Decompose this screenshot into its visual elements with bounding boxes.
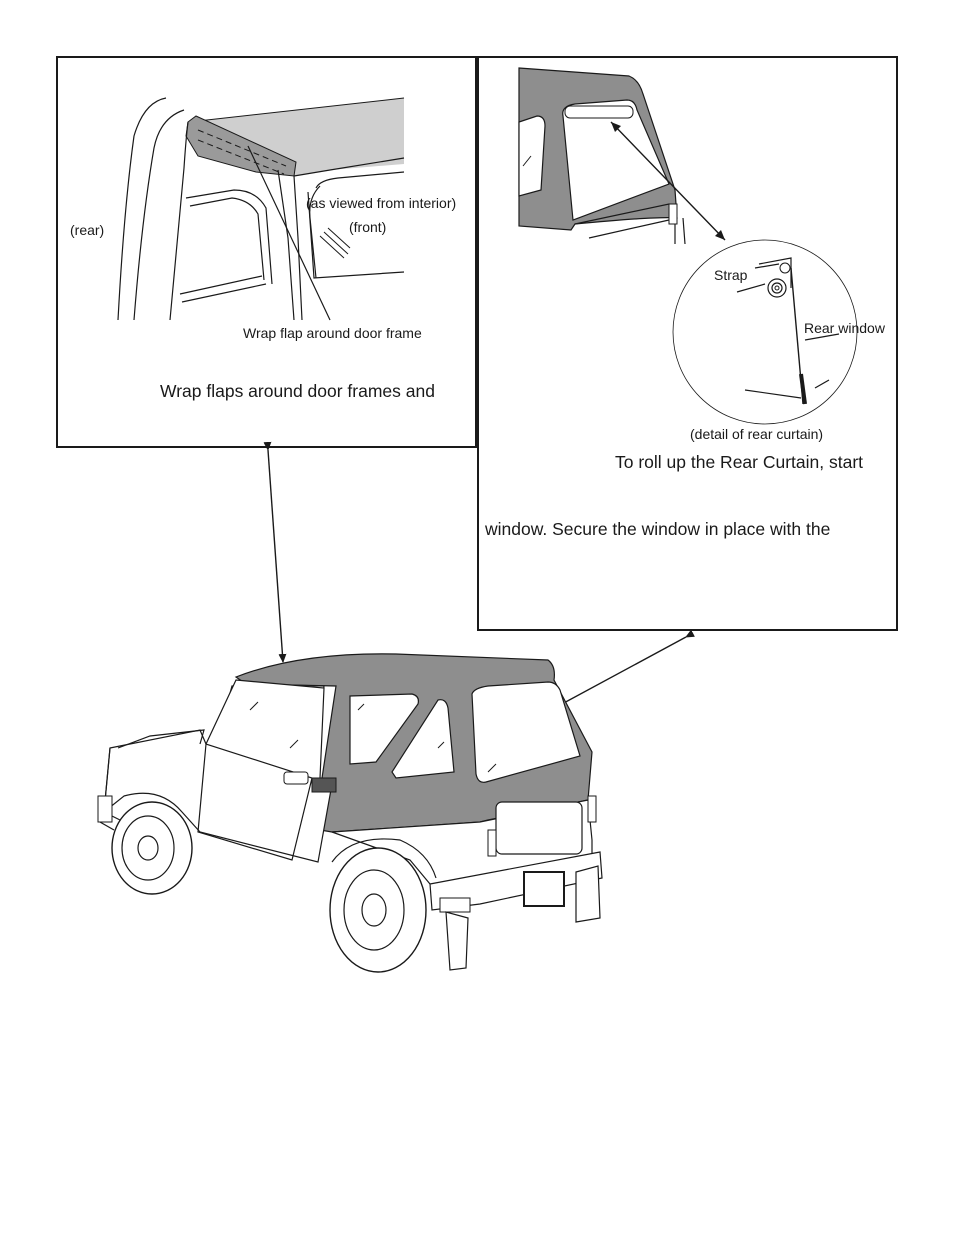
label-rear: (rear) bbox=[70, 222, 105, 238]
arrow-left-panel bbox=[263, 441, 287, 663]
right-body-text-2: window. Secure the window in place with … bbox=[485, 519, 831, 539]
label-front: (front) bbox=[349, 219, 387, 235]
rear-wheel bbox=[329, 838, 437, 973]
detail-circle bbox=[672, 239, 858, 425]
door-frame-detail-panel: (rear) (as viewed from interior) (front)… bbox=[56, 56, 477, 448]
rear-window bbox=[471, 681, 581, 783]
label-strap: Strap bbox=[714, 267, 748, 283]
front-wheel bbox=[111, 801, 193, 895]
left-body-text: Wrap flaps around door frames and bbox=[160, 381, 435, 401]
label-wrap-flap: Wrap flap around door frame bbox=[243, 325, 422, 341]
label-rear-window: Rear window bbox=[804, 320, 885, 336]
label-viewed-from-interior: (as viewed from interior) bbox=[306, 195, 457, 211]
door-frame-illustration bbox=[117, 97, 405, 321]
label-detail-rear-curtain: (detail of rear curtain) bbox=[690, 426, 824, 442]
wrap-flap bbox=[185, 115, 297, 177]
right-body-text-1: To roll up the Rear Curtain, start bbox=[615, 452, 864, 472]
rear-curtain-illustration bbox=[518, 67, 858, 425]
